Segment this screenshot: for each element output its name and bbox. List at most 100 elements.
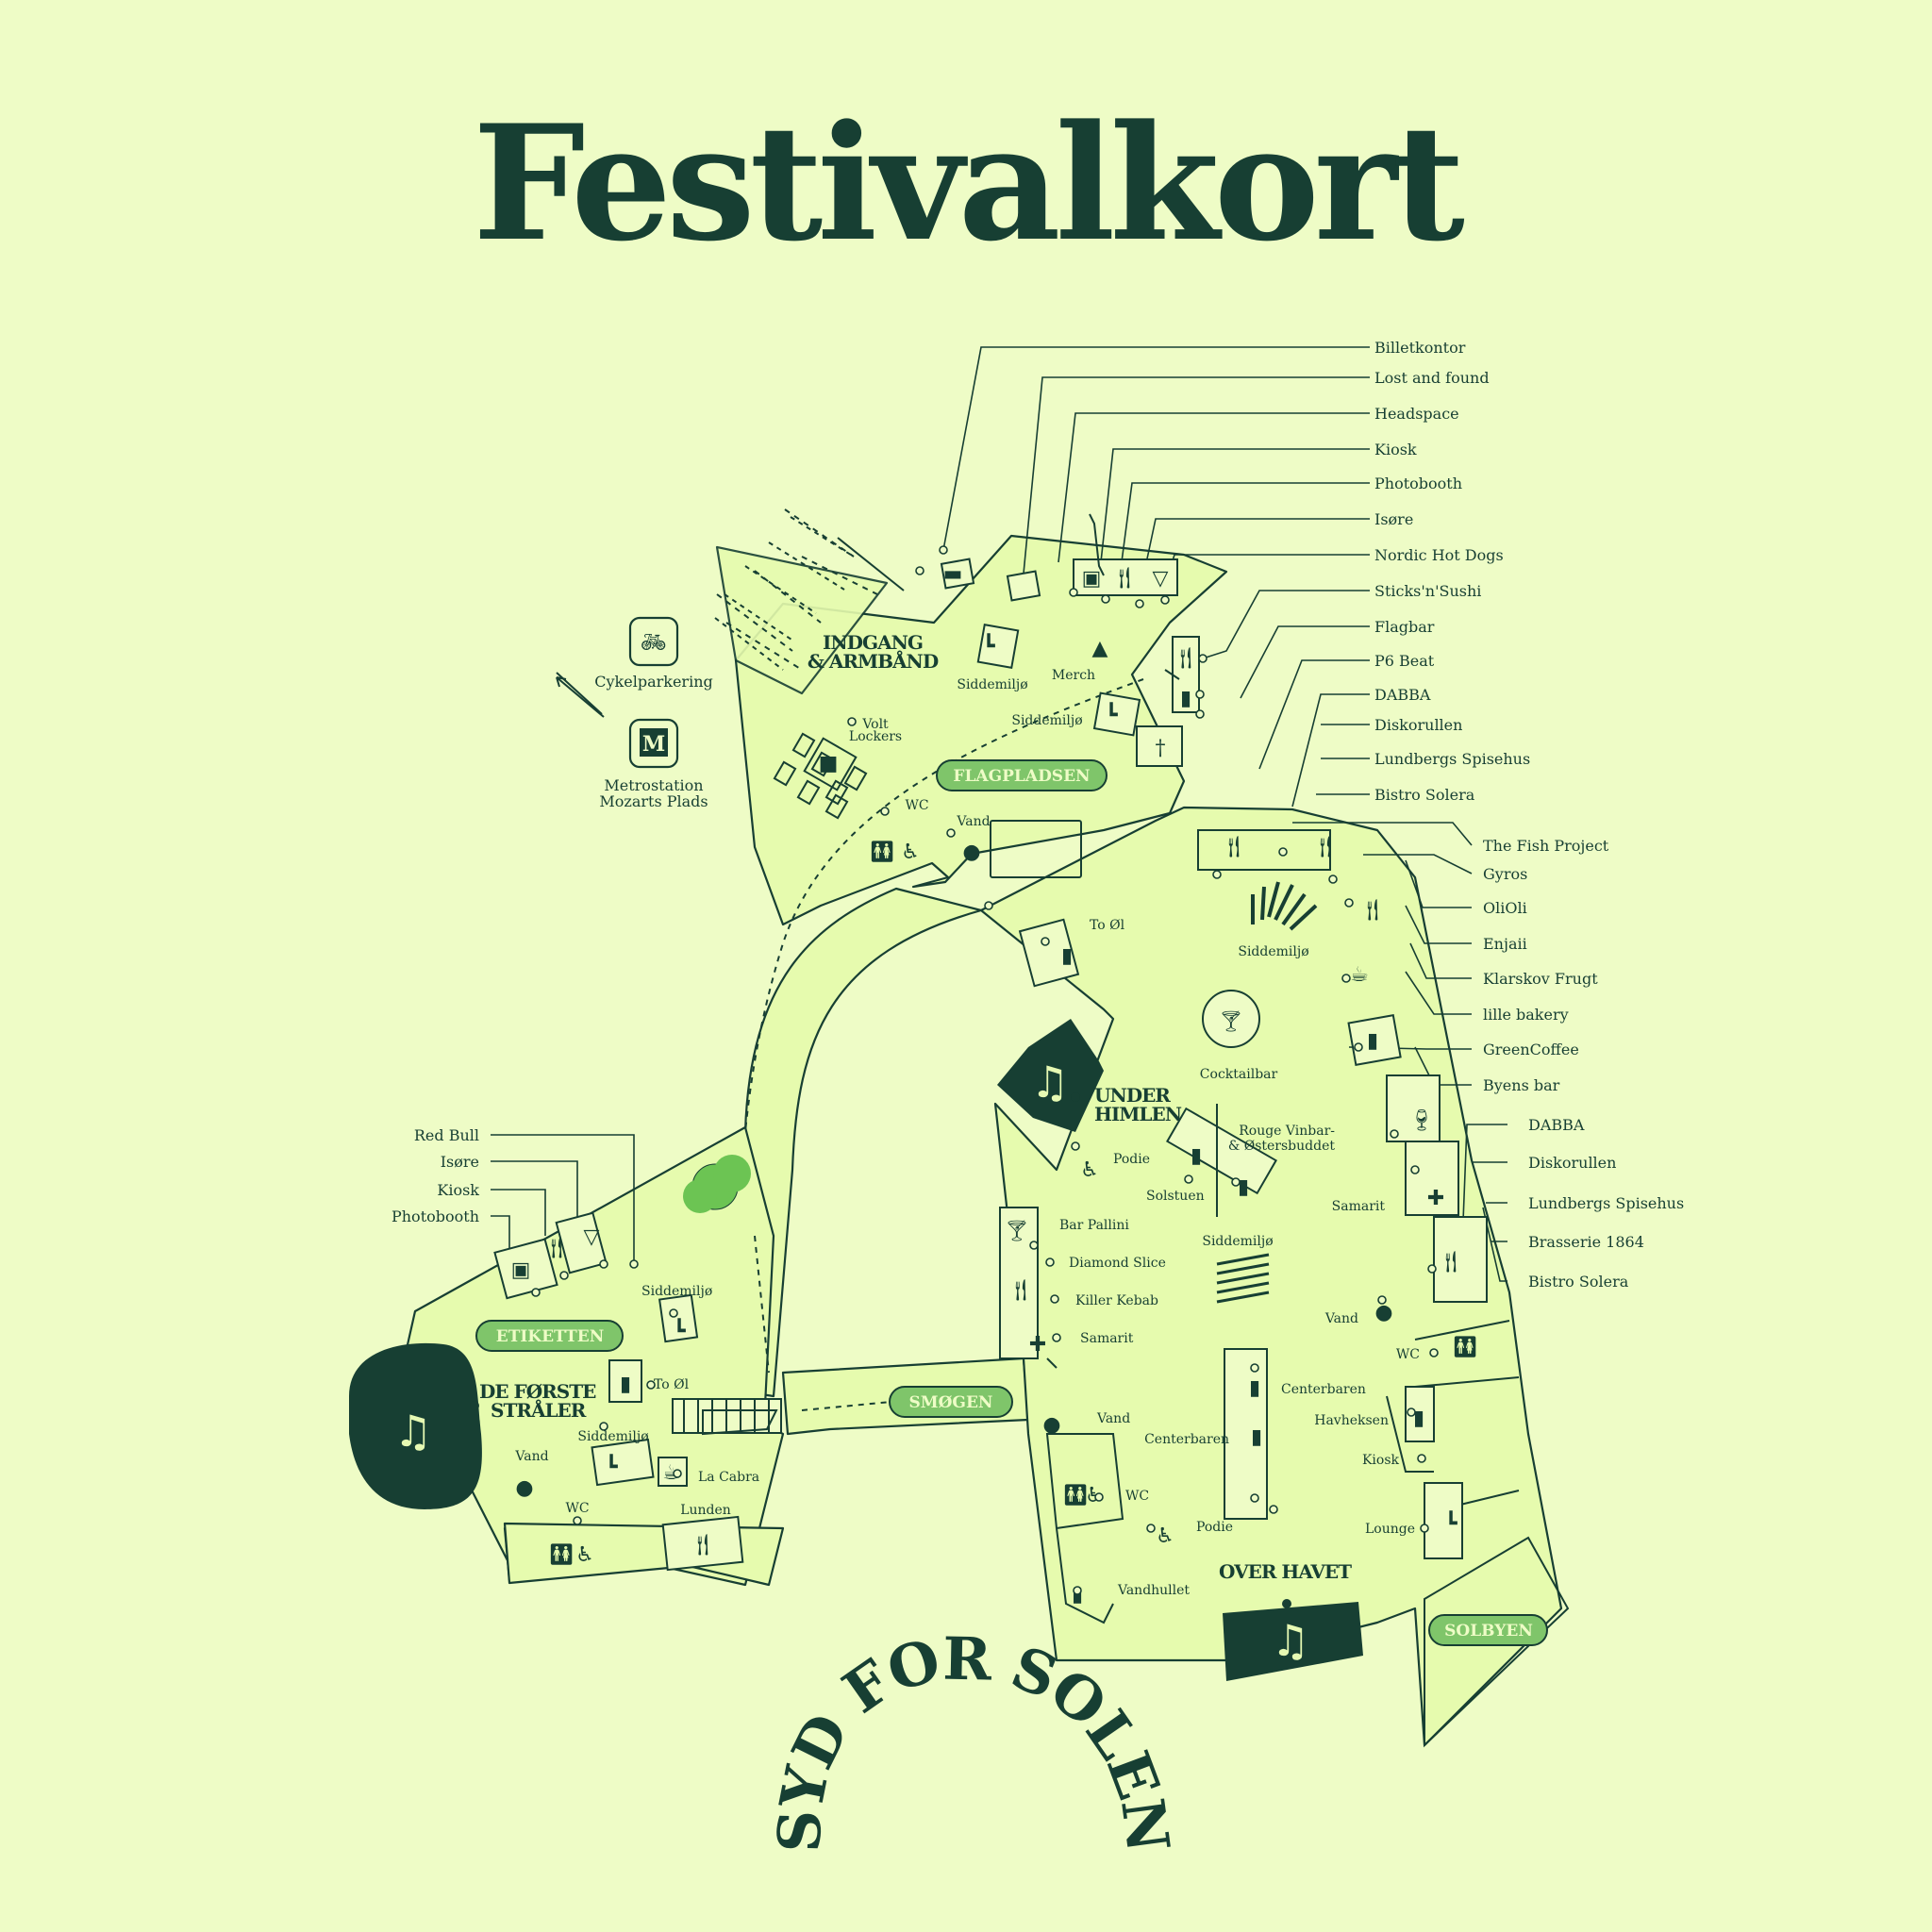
wine-glass-icon: 🍷︎ <box>1408 1109 1435 1133</box>
lock-icon: ■ <box>819 752 839 775</box>
bike-parking-label: Cykelparkering <box>594 673 712 691</box>
beer-glass-icon: ▮ <box>1180 687 1191 710</box>
water-drop-icon: ● <box>962 841 980 864</box>
coffee-cup-icon: ☕︎ <box>662 1461 681 1485</box>
legend-right-4: Klarskov Frugt <box>1483 970 1598 988</box>
cutlery-icon: 🍴︎ <box>543 1237 570 1260</box>
label-havheksen: Havheksen <box>1314 1413 1389 1428</box>
legend-left-2: Kiosk <box>437 1181 479 1199</box>
label-lunden: Lunden <box>680 1503 731 1518</box>
wheelchair-icon: ♿︎ <box>1080 1158 1099 1182</box>
label-samarit-2: Samarit <box>1080 1331 1134 1346</box>
lounge-chair-icon: ┗ <box>605 1454 618 1479</box>
label-wc-4: WC <box>565 1501 589 1516</box>
stage-de-forste-line2: STRÅLER <box>491 1399 587 1422</box>
label-siddemiljo-6: Siddemiljø <box>577 1429 648 1444</box>
cocktail-icon: 🍸︎ <box>1218 1010 1244 1034</box>
label-vand-3: Vand <box>1096 1411 1130 1426</box>
label-siddemiljo-4: Siddemiljø <box>1202 1234 1273 1249</box>
water-drop-icon: ● <box>1374 1301 1392 1324</box>
label-wc-1: WC <box>905 798 928 813</box>
beer-glass-icon: ▮ <box>1413 1407 1424 1430</box>
label-diamond-slice: Diamond Slice <box>1069 1256 1166 1271</box>
toilet-icon: 🚻︎ <box>1452 1336 1478 1359</box>
legend-top-7: Sticks'n'Sushi <box>1374 582 1481 600</box>
metro-label-1: Metrostation <box>604 776 703 794</box>
legend-top-4: Photobooth <box>1374 475 1462 492</box>
stage-over-havet: OVER HAVET <box>1219 1560 1352 1583</box>
legend-right2-1: Diskorullen <box>1528 1154 1616 1172</box>
area-path-curve <box>710 887 983 1398</box>
beer-glass-icon: ▮ <box>1238 1175 1249 1199</box>
cutlery-icon: 🍴︎ <box>1173 647 1199 671</box>
ticket-icon: ▬ <box>943 562 963 586</box>
legend-left-3: Photobooth <box>391 1208 479 1225</box>
legend-right2-4: Bistro Solera <box>1528 1273 1629 1291</box>
toilet-icon: 🚻︎ <box>548 1543 575 1567</box>
beer-glass-icon: ▮ <box>620 1373 631 1396</box>
stage-under-himlen-line2: HIMLEN <box>1094 1103 1182 1125</box>
label-wc-2: WC <box>1396 1347 1420 1362</box>
area-flagpladsen <box>734 534 1228 926</box>
label-la-cabra: La Cabra <box>698 1470 759 1485</box>
beer-glass-icon: ▮ <box>1251 1425 1262 1449</box>
label-rouge-2: & Østersbuddet <box>1228 1139 1336 1154</box>
stairs-decoration <box>672 1398 782 1434</box>
legend-top-0: Billetkontor <box>1374 339 1466 357</box>
cutlery-icon: 🍴︎ <box>1312 836 1339 859</box>
ice-cream-icon: ▽ <box>1153 567 1169 591</box>
label-killer-kebab: Killer Kebab <box>1075 1293 1158 1308</box>
music-note-icon: ♫ <box>1030 1057 1069 1108</box>
label-cocktailbar: Cocktailbar <box>1200 1067 1278 1082</box>
toilet-icon: 🚻︎ <box>869 841 895 864</box>
label-volt-1: Volt <box>861 717 889 732</box>
label-podie-1: Podie <box>1113 1152 1150 1167</box>
cocktail-icon: 🍸︎ <box>1004 1220 1030 1243</box>
legend-right-1: Gyros <box>1483 865 1527 883</box>
zone-solbyen: SOLBYEN <box>1444 1622 1533 1641</box>
first-aid-icon: ✚ <box>1029 1333 1046 1357</box>
entrance-line2: & ARMBÅND <box>808 650 939 673</box>
label-to-ol-2: To Øl <box>654 1377 690 1392</box>
stage-over-havet-block <box>1223 1602 1363 1681</box>
legend-top-5: Isøre <box>1374 510 1413 528</box>
camera-icon: ▣ <box>1082 567 1102 591</box>
tree-icon <box>683 1155 751 1213</box>
label-wc-3: WC <box>1125 1489 1149 1504</box>
legend-left-0: Red Bull <box>414 1126 479 1144</box>
label-solstuen: Solstuen <box>1146 1189 1205 1204</box>
seating-grid-decoration <box>1216 1253 1270 1304</box>
lounge-chair-icon: ┗ <box>1444 1510 1457 1536</box>
label-vandhullet: Vandhullet <box>1117 1583 1190 1598</box>
camera-icon: ▣ <box>511 1258 531 1282</box>
legend-right-3: Enjaii <box>1483 935 1527 953</box>
wheelchair-icon: ♿︎ <box>901 841 920 864</box>
legend-right-7: Byens bar <box>1483 1076 1560 1094</box>
beer-glass-icon: ▮ <box>1367 1029 1378 1053</box>
label-merch: Merch <box>1052 668 1095 683</box>
zone-etiketten: ETIKETTEN <box>496 1327 604 1346</box>
stage-de-forste-straler-block <box>349 1342 482 1509</box>
legend-right-0: The Fish Project <box>1483 837 1609 855</box>
label-vand-2: Vand <box>1324 1311 1358 1326</box>
legend-top-3: Kiosk <box>1374 441 1417 458</box>
legend-top-1: Lost and found <box>1374 369 1490 387</box>
beer-glass-icon: ▮ <box>1191 1144 1202 1168</box>
label-rouge-1: Rouge Vinbar- <box>1239 1124 1335 1139</box>
label-vand-4: Vand <box>514 1449 548 1464</box>
coffee-cup-icon: ☕︎ <box>1350 963 1369 987</box>
music-note-icon: ♫ <box>393 1406 432 1457</box>
legend-left-1: Isøre <box>441 1153 479 1171</box>
cutlery-icon: 🍴︎ <box>1221 836 1247 859</box>
label-lounge: Lounge <box>1365 1522 1415 1537</box>
legend-top-12: Lundbergs Spisehus <box>1374 750 1530 768</box>
zone-smogen: SMØGEN <box>909 1393 993 1412</box>
microphone-icon: † <box>1156 737 1166 760</box>
legend-right2-3: Brasserie 1864 <box>1528 1233 1644 1251</box>
water-drop-icon: ● <box>515 1476 533 1500</box>
lounge-chair-icon: ┗ <box>1105 702 1118 727</box>
lounge-chair-icon: ┗ <box>673 1318 686 1343</box>
lounge-chair-icon: ┗ <box>982 633 995 658</box>
cutlery-icon: 🍴︎ <box>1008 1279 1034 1303</box>
